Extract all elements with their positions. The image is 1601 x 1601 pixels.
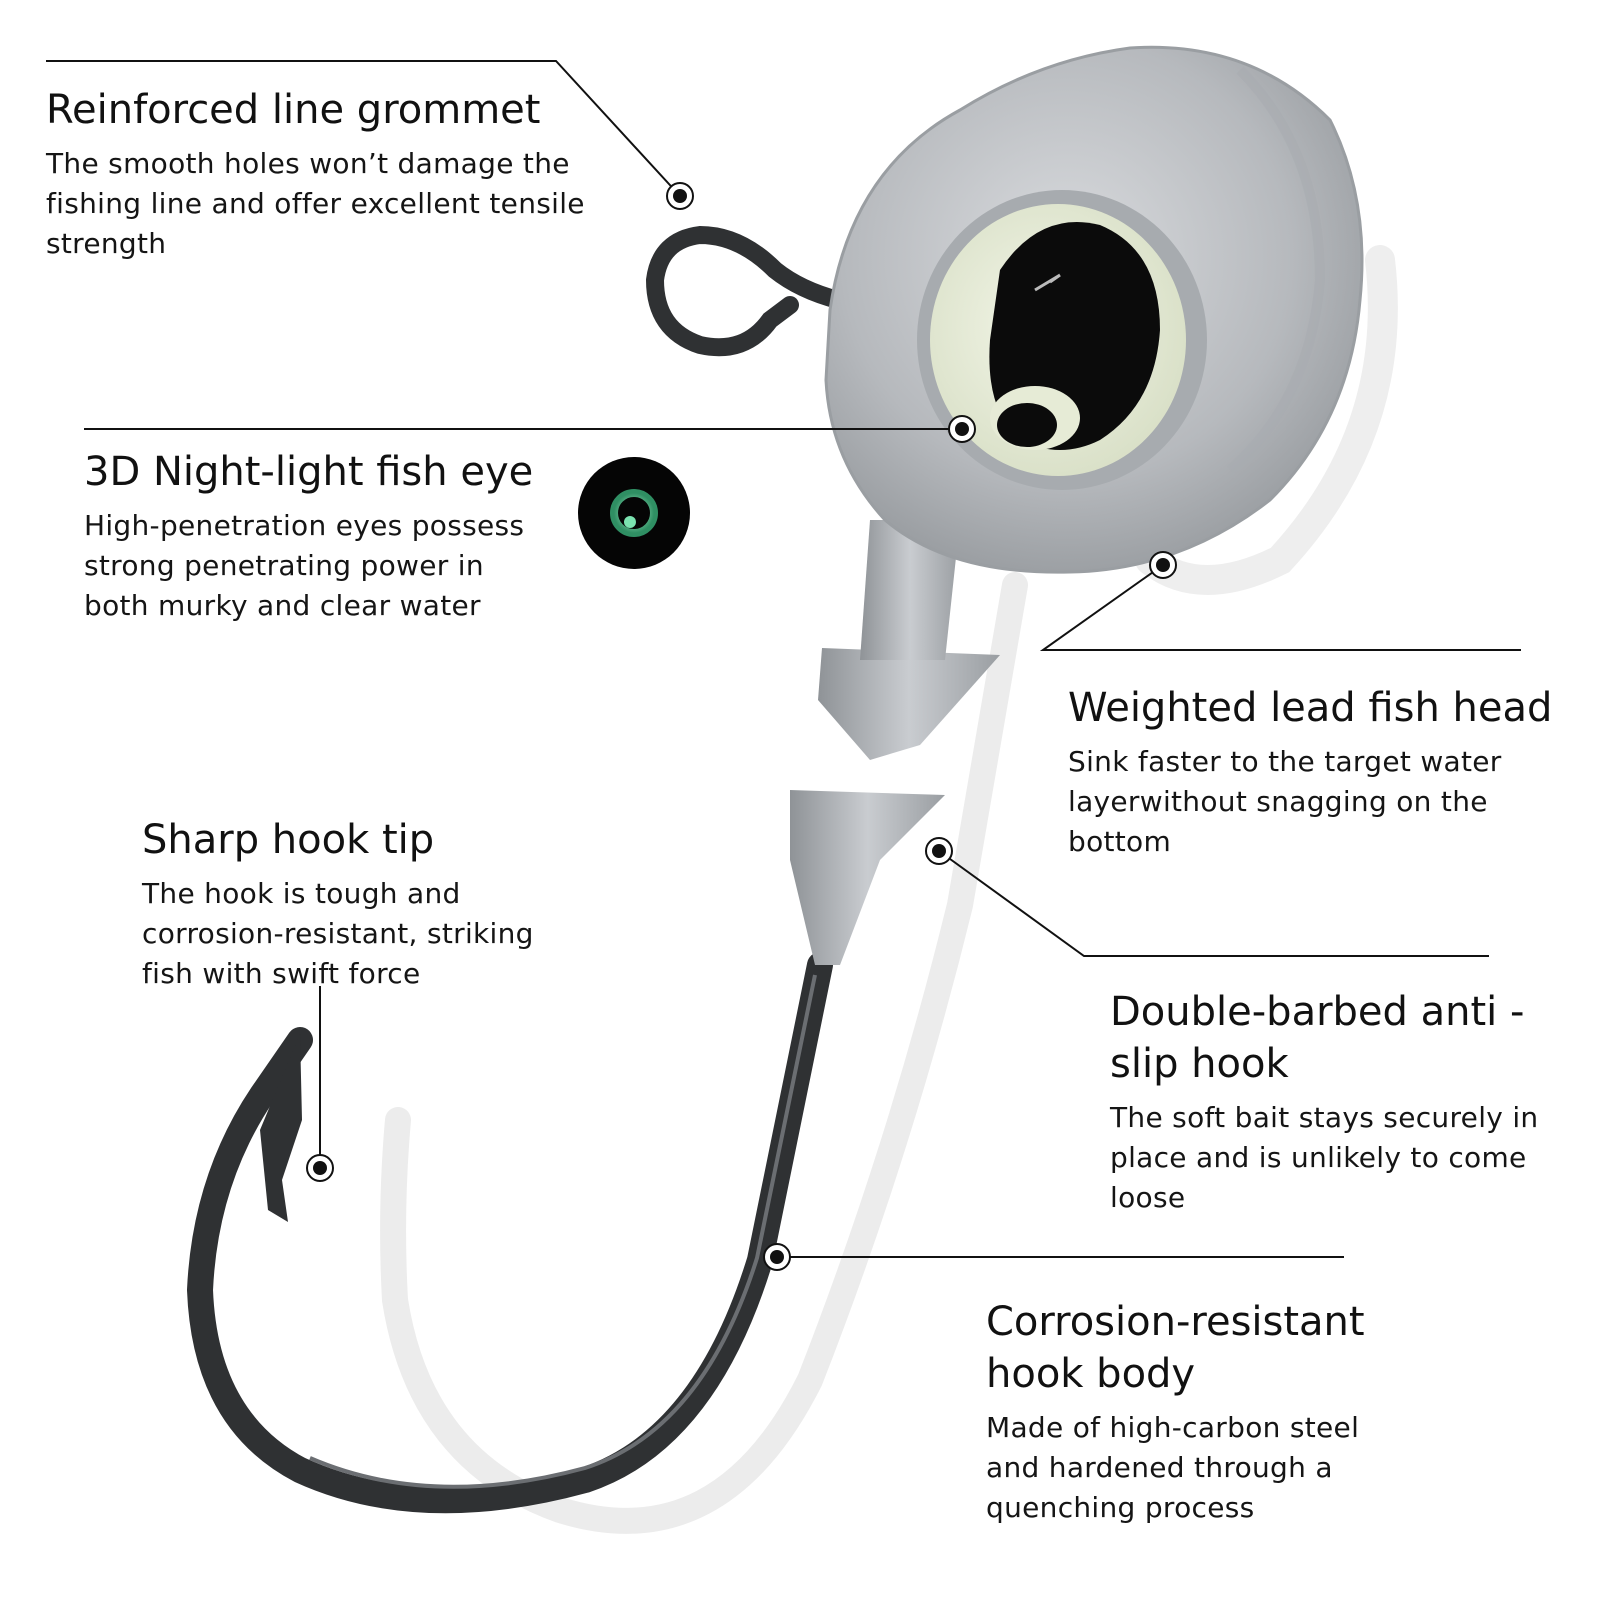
callout-marker-icon	[948, 415, 976, 443]
callout-marker-icon	[666, 182, 694, 210]
callout-marker-icon	[306, 1154, 334, 1182]
night-glow-dot	[624, 516, 636, 528]
callout-grommet: Reinforced line grommet The smooth holes…	[46, 84, 586, 264]
leader-lead-head	[1039, 564, 1521, 651]
eye-dot	[997, 403, 1057, 447]
callout-marker-icon	[925, 837, 953, 865]
callout-markers	[306, 182, 1177, 1271]
callout-title: 3D Night-light fish eye	[84, 449, 534, 495]
callout-lead-head: Weighted lead fish head Sink faster to t…	[1068, 682, 1588, 862]
hook-point	[260, 1034, 302, 1222]
leader-lines	[46, 60, 1521, 1258]
callout-description: High-penetration eyes possess strong pen…	[84, 509, 525, 622]
callout-marker-icon	[1149, 551, 1177, 579]
leader-barbs	[938, 850, 1489, 957]
head-shadow	[1135, 245, 1398, 595]
hook-shadow	[380, 572, 1028, 1534]
eye-glint	[1034, 273, 1061, 292]
callout-description: The smooth holes won’t damage the fishin…	[46, 147, 585, 260]
callout-description: Sink faster to the target water layerwit…	[1068, 745, 1502, 858]
lower-barb	[790, 790, 945, 965]
callout-description: The hook is tough and corrosion-resistan…	[142, 877, 534, 990]
callout-marker-icon	[763, 1243, 791, 1271]
callout-barbs: Double-barbed anti -slip hook The soft b…	[1110, 986, 1550, 1218]
hook-body	[187, 952, 833, 1514]
line-eye-wire	[645, 225, 847, 357]
callout-title: Sharp hook tip	[142, 817, 435, 863]
callout-hook-tip: Sharp hook tip The hook is tough and cor…	[142, 814, 582, 994]
callout-title: Corrosion-resistant hook body	[986, 1299, 1365, 1397]
callout-title: Reinforced line grommet	[46, 87, 541, 133]
callout-description: The soft bait stays securely in place an…	[1110, 1101, 1539, 1214]
callout-title: Weighted lead fish head	[1068, 685, 1553, 731]
hook-body-highlight	[309, 974, 817, 1489]
callout-eye: 3D Night-light fish eye High-penetration…	[84, 446, 584, 626]
callout-title: Double-barbed anti -slip hook	[1110, 989, 1525, 1087]
upper-barb	[818, 648, 1000, 760]
night-glow-ring	[610, 489, 658, 537]
night-glow-eye-icon	[578, 457, 690, 569]
lead-head-ridge	[1226, 66, 1326, 474]
leader-grommet	[46, 60, 681, 197]
callout-hook-body: Corrosion-resistant hook body Made of hi…	[986, 1296, 1406, 1528]
callout-description: Made of high-carbon steel and hardened t…	[986, 1411, 1360, 1524]
collar-neck	[860, 520, 960, 660]
